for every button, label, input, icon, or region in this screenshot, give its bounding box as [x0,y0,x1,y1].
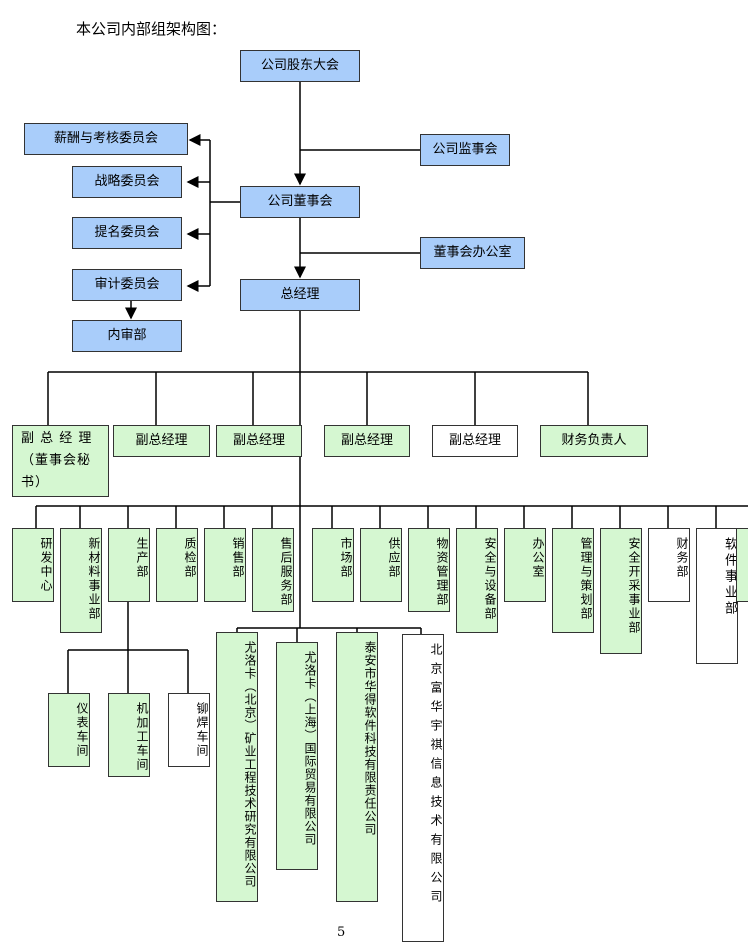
finance-dept-box: 财务部 [648,528,690,602]
sales-dept-box: 销售部 [204,528,246,602]
nomination-committee-box: 提名委员会 [72,217,182,249]
subsidiary-beijing-fuhua-box: 北京富华宇祺信息技术有限公司 [402,634,444,942]
strategy-committee-box: 战略委员会 [72,166,182,198]
quality-inspection-dept-box: 质检部 [156,528,198,602]
vice-manager-box: 副总经理 [432,425,518,457]
subsidiary-beijing-mining-box: 尤洛卡（北京）矿业工程技术研究有限公司 [216,632,258,902]
supply-dept-box: 供应部 [360,528,402,602]
instrument-workshop-box: 仪表车间 [48,693,90,767]
materials-management-dept-box: 物资管理部 [408,528,450,612]
page-caption: 本公司内部组架构图： [76,20,227,38]
vice-manager-board-secretary-box: 副 总 经 理 （董事会秘书） [12,425,109,497]
vice-manager-box: 副总经理 [216,425,302,457]
general-manager-box: 总经理 [240,279,360,311]
new-materials-division-box: 新材料事业部 [60,528,102,633]
rd-center-box: 研发中心 [12,528,54,602]
subsidiary-shanghai-trade-box: 尤洛卡（上海）国际贸易有限公司 [276,642,318,870]
vice-manager-box: 副总经理 [113,425,210,457]
after-sales-dept-box: 售后服务部 [252,528,294,612]
internal-audit-box: 内审部 [72,320,182,352]
supervisory-board-box: 公司监事会 [420,134,510,166]
software-division-box: 软件事业部 [696,528,738,664]
management-planning-dept-box: 管理与策划部 [552,528,594,633]
board-of-directors-box: 公司董事会 [240,186,360,218]
finance-chief-box: 财务负责人 [540,425,648,457]
marketing-dept-box: 市场部 [312,528,354,602]
compensation-committee-box: 薪酬与考核委员会 [24,123,188,155]
riveting-welding-workshop-box: 铆焊车间 [168,693,210,767]
safety-equipment-dept-box: 安全与设备部 [456,528,498,633]
shareholders-meeting-box: 公司股东大会 [240,50,360,82]
page-number: 5 [337,925,346,940]
department-box-cutoff [736,528,748,602]
audit-committee-box: 审计委员会 [72,269,182,301]
board-office-box: 董事会办公室 [420,237,525,269]
vice-manager-box: 副总经理 [324,425,410,457]
machining-workshop-box: 机加工车间 [108,693,150,777]
safe-mining-division-box: 安全开采事业部 [600,528,642,654]
office-box: 办公室 [504,528,546,602]
subsidiary-taian-software-box: 泰安市华得软件科技有限责任公司 [336,632,378,902]
production-dept-box: 生产部 [108,528,150,602]
